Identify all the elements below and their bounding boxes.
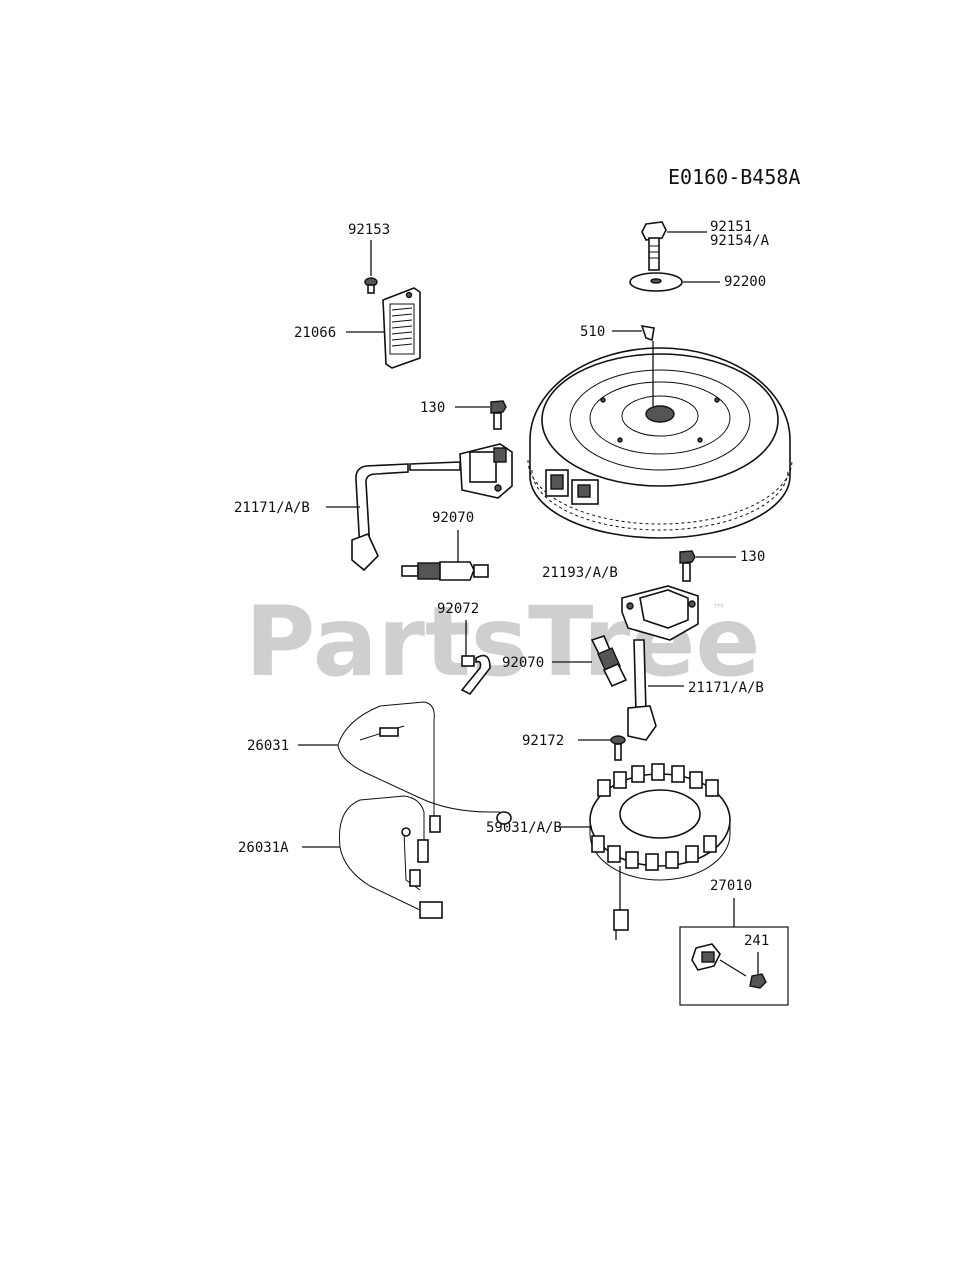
callout-27010[interactable]: 27010	[710, 878, 752, 894]
ignition-coil-lower: 130 21193/A/B 21171/A/B	[542, 549, 765, 741]
watermark-trademark: ™	[712, 602, 726, 618]
harness-26031A-icon	[338, 795, 443, 919]
harness-26031-icon	[337, 701, 512, 833]
callout-92154A[interactable]: 92154/A	[710, 233, 770, 249]
flywheel-bolt-assembly: 92151 92154/A 92200 510	[580, 219, 770, 342]
spark-plug-92070-lower-icon	[590, 635, 628, 688]
washer-92200-icon	[629, 272, 683, 292]
ignition-coil-upper: 130 21171/A/B	[234, 400, 513, 572]
bolt-92151-icon	[641, 221, 667, 271]
bolt-130-upper-icon	[490, 400, 507, 430]
callout-92153[interactable]: 92153	[348, 222, 390, 238]
clip-92072-icon	[460, 654, 491, 696]
sensor-27010-box	[679, 926, 789, 1006]
callout-21171-upper[interactable]: 21171/A/B	[234, 500, 310, 516]
callout-59031[interactable]: 59031/A/B	[486, 820, 562, 836]
diagram-code: E0160-B458A	[668, 165, 800, 189]
clip-92072: 92072	[437, 601, 491, 696]
regulator-assembly: 92153 21066	[294, 222, 421, 369]
callout-510[interactable]: 510	[580, 324, 605, 340]
callout-241[interactable]: 241	[744, 933, 769, 949]
callout-92200[interactable]: 92200	[724, 274, 766, 290]
callout-26031[interactable]: 26031	[247, 738, 289, 754]
callout-92070-upper[interactable]: 92070	[432, 510, 474, 526]
bolt-130-lower-icon	[679, 550, 696, 582]
spark-plug-upper: 92070	[401, 510, 489, 581]
callout-92070-lower[interactable]: 92070	[502, 655, 544, 671]
sensor-27010-icon	[691, 943, 747, 977]
ignition-coil-upper-icon	[459, 443, 513, 499]
callout-130-upper[interactable]: 130	[420, 400, 445, 416]
harness-26031: 26031	[247, 701, 512, 833]
regulator-21066-icon	[382, 287, 421, 369]
flywheel-icon	[527, 341, 793, 539]
callout-92072[interactable]: 92072	[437, 601, 479, 617]
key-510-icon	[640, 324, 655, 342]
callout-92172[interactable]: 92172	[522, 733, 564, 749]
callout-130-lower[interactable]: 130	[740, 549, 765, 565]
spark-plug-92070-upper-icon	[401, 561, 489, 581]
callout-26031A[interactable]: 26031A	[238, 840, 289, 856]
stator-59031-icon	[589, 763, 731, 881]
screw-92172-icon	[610, 735, 626, 761]
callout-92151[interactable]: 92151	[710, 219, 752, 235]
callout-21171-lower[interactable]: 21171/A/B	[688, 680, 764, 696]
nut-241-icon	[749, 973, 767, 989]
ignition-coil-21193-icon	[621, 585, 699, 641]
sensor-27010-assembly: 27010 241	[679, 878, 789, 1006]
callout-21066[interactable]: 21066	[294, 325, 336, 341]
callout-21193[interactable]: 21193/A/B	[542, 565, 618, 581]
screw-92153-icon	[364, 277, 378, 294]
harness-26031A: 26031A	[238, 795, 443, 919]
spark-plug-lower: 92070	[502, 635, 628, 688]
stator-assembly: 92172 59031	[486, 733, 731, 940]
